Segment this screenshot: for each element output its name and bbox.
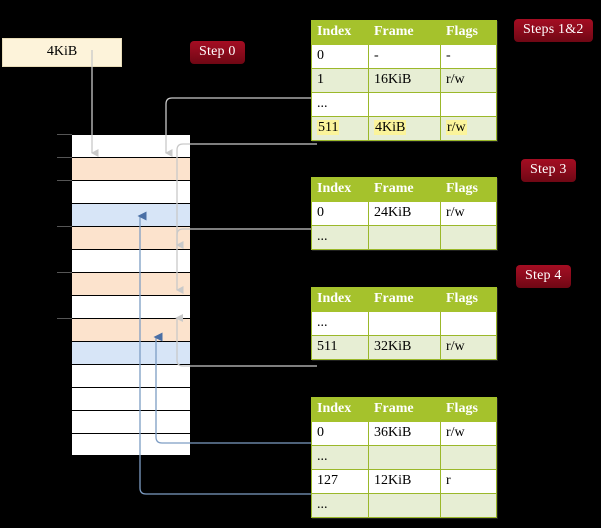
column-header-frame: Frame — [368, 287, 441, 312]
memory-frame-row — [71, 249, 191, 272]
column-header-flags: Flags — [440, 287, 497, 312]
cell-index: ... — [311, 445, 369, 470]
cell-flags: - — [440, 44, 497, 69]
memory-frame-row — [71, 318, 191, 341]
page-box-4kib: 4KiB — [2, 38, 122, 67]
memory-frame-row — [71, 226, 191, 249]
cell-frame: 4KiB — [368, 116, 441, 141]
table-row: ... — [311, 311, 497, 336]
badge-steps-1-2: Steps 1&2 — [514, 19, 593, 42]
highlighted-value: 511 — [317, 120, 340, 135]
cell-frame: 36KiB — [368, 421, 441, 446]
highlighted-value: 4KiB — [374, 120, 407, 135]
memory-frame-row — [71, 272, 191, 295]
cell-frame: 12KiB — [368, 469, 441, 494]
memory-frame-row — [71, 203, 191, 226]
column-header-flags: Flags — [440, 177, 497, 202]
table-row: ... — [311, 92, 497, 117]
cell-index: ... — [311, 493, 369, 518]
cell-index: ... — [311, 225, 369, 250]
column-header-frame: Frame — [368, 20, 441, 45]
table-row: ... — [311, 445, 497, 470]
memory-frame-row — [71, 157, 191, 180]
cell-index: 0 — [311, 421, 369, 446]
cell-frame — [368, 92, 441, 117]
cell-flags — [440, 493, 497, 518]
column-header-flags: Flags — [440, 20, 497, 45]
column-header-flags: Flags — [440, 397, 497, 422]
cell-flags: r/w — [440, 335, 497, 360]
cell-frame: 16KiB — [368, 68, 441, 93]
cell-index: 127 — [311, 469, 369, 494]
table-row: ... — [311, 225, 497, 250]
physical-memory-column — [71, 134, 191, 456]
memory-frame-row — [71, 364, 191, 387]
cell-flags: r/w — [440, 421, 497, 446]
memory-frame-row — [71, 410, 191, 433]
cell-index: ... — [311, 92, 369, 117]
cell-frame: - — [368, 44, 441, 69]
cell-frame: 24KiB — [368, 201, 441, 226]
cell-index: 1 — [311, 68, 369, 93]
column-header-frame: Frame — [368, 177, 441, 202]
cell-frame: 32KiB — [368, 335, 441, 360]
cell-flags — [440, 225, 497, 250]
cell-index: 511 — [311, 335, 369, 360]
memory-frame-row — [71, 341, 191, 364]
table-row: 0-- — [311, 44, 497, 69]
cell-index: ... — [311, 311, 369, 336]
cell-flags: r/w — [440, 201, 497, 226]
memory-frame-row — [71, 295, 191, 318]
badge-step-4: Step 4 — [516, 265, 571, 288]
cell-frame — [368, 493, 441, 518]
highlighted-value: r/w — [446, 120, 467, 135]
cell-flags — [440, 311, 497, 336]
memory-frame-row — [71, 387, 191, 410]
column-header-frame: Frame — [368, 397, 441, 422]
cell-flags: r/w — [440, 68, 497, 93]
badge-step-3: Step 3 — [521, 159, 576, 182]
cell-index: 0 — [311, 44, 369, 69]
badge-step-0: Step 0 — [190, 41, 245, 64]
table-row: 511 4KiB r/w — [311, 116, 497, 141]
cell-index: 0 — [311, 201, 369, 226]
cell-flags — [440, 445, 497, 470]
column-header-index: Index — [311, 20, 369, 45]
cell-frame — [368, 225, 441, 250]
cell-frame — [368, 445, 441, 470]
cell-flags: r — [440, 469, 497, 494]
memory-frame-row — [71, 134, 191, 157]
cell-index: 511 — [311, 116, 369, 141]
cell-frame — [368, 311, 441, 336]
memory-frame-row — [71, 433, 191, 456]
memory-frame-row — [71, 180, 191, 203]
cell-flags — [440, 92, 497, 117]
table-row: ... — [311, 493, 497, 518]
column-header-index: Index — [311, 177, 369, 202]
column-header-index: Index — [311, 397, 369, 422]
cell-flags: r/w — [440, 116, 497, 141]
column-header-index: Index — [311, 287, 369, 312]
